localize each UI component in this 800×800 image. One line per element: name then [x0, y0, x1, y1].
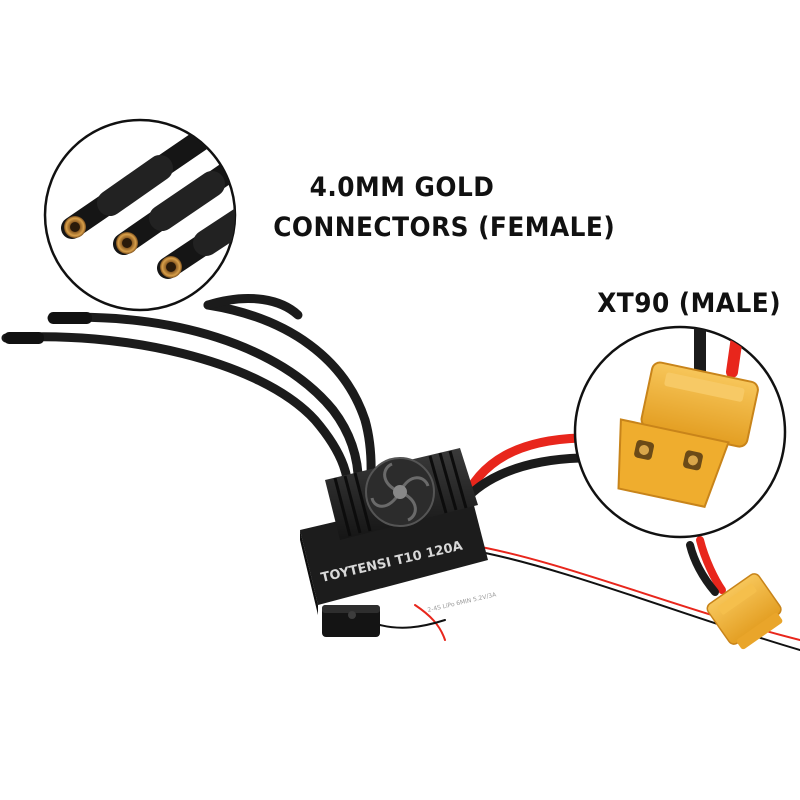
- esc-power-switch: [322, 605, 380, 637]
- gold-connector-callout: [43, 118, 237, 312]
- esc-side-text: 2-4S LiPo 6MIN 5.2V/3A: [427, 591, 498, 614]
- xt90-plug-on-cable: [706, 573, 783, 650]
- motor-lead-tips: [4, 312, 92, 344]
- motor-lead-b: [47, 312, 363, 500]
- motor-lead-a: [1, 332, 353, 505]
- xt90-label-text: XT90 (MALE): [597, 288, 782, 319]
- motor-leads: [1, 294, 376, 505]
- esc-body: TOYTENSI T10 120A 2-4S LiPo 6MIN 5.2V/3A: [300, 448, 498, 615]
- xt90-cable: [686, 536, 726, 596]
- gold-connectors-label: 4.0MM GOLD CONNECTORS (FEMALE): [273, 168, 616, 248]
- motor-lead-c: [203, 300, 376, 497]
- xt90-callout: [573, 325, 787, 539]
- gold-connectors-label-line2: CONNECTORS (FEMALE): [273, 212, 616, 243]
- xt90-label: XT90 (MALE): [597, 284, 782, 324]
- gold-connectors-label-line1: 4.0MM GOLD: [309, 172, 495, 203]
